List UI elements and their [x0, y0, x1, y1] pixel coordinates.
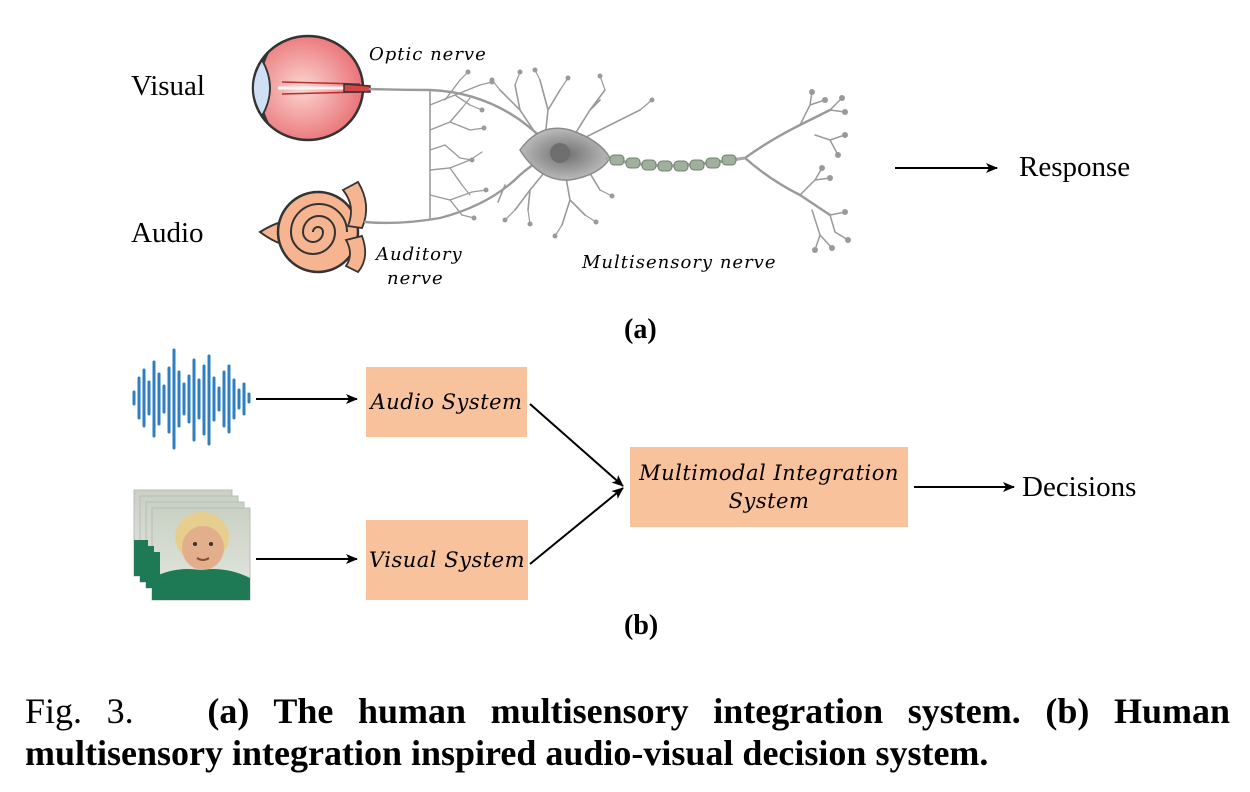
integration-label-line1: Multimodal Integration	[639, 460, 899, 485]
integration-label-line2: System	[728, 489, 810, 513]
visual-input-label: Visual	[131, 70, 205, 102]
arrow-visual-to-integration	[529, 487, 624, 565]
eye-icon	[251, 34, 371, 142]
panel-b-sublabel: (b)	[624, 610, 659, 641]
multimodal-integration-box: Multimodal Integration System	[630, 447, 908, 527]
caption-prefix: Fig. 3.	[25, 691, 134, 731]
panel-a-sublabel: (a)	[624, 314, 657, 345]
audio-waveform-icon	[132, 348, 251, 450]
multisensory-nerve-label: Multisensory nerve	[582, 252, 777, 273]
audio-system-box: Audio System	[366, 367, 527, 437]
myelinated-axon	[604, 154, 746, 172]
auditory-nerve-label-line1: Auditory	[376, 244, 463, 265]
visual-system-label: Visual System	[368, 547, 526, 572]
audio-input-label: Audio	[131, 217, 204, 249]
neuron-icon	[363, 69, 849, 251]
optic-nerve-label: Optic nerve	[369, 44, 487, 65]
decisions-label: Decisions	[1022, 471, 1137, 503]
visual-system-box: Visual System	[366, 520, 528, 600]
figure-caption: Fig. 3. (a) The human multisensory integ…	[25, 690, 1230, 774]
audio-system-label: Audio System	[370, 389, 523, 414]
caption-text: (a) The human multisensory integration s…	[25, 691, 1230, 773]
response-label: Response	[1019, 151, 1131, 183]
neuron-soma	[519, 127, 611, 181]
auditory-nerve-label-line2: nerve	[387, 268, 444, 289]
ear-icon	[258, 180, 368, 274]
arrow-audio-to-integration	[529, 403, 624, 487]
video-frames-icon	[133, 489, 251, 601]
axon-terminals	[465, 67, 851, 253]
